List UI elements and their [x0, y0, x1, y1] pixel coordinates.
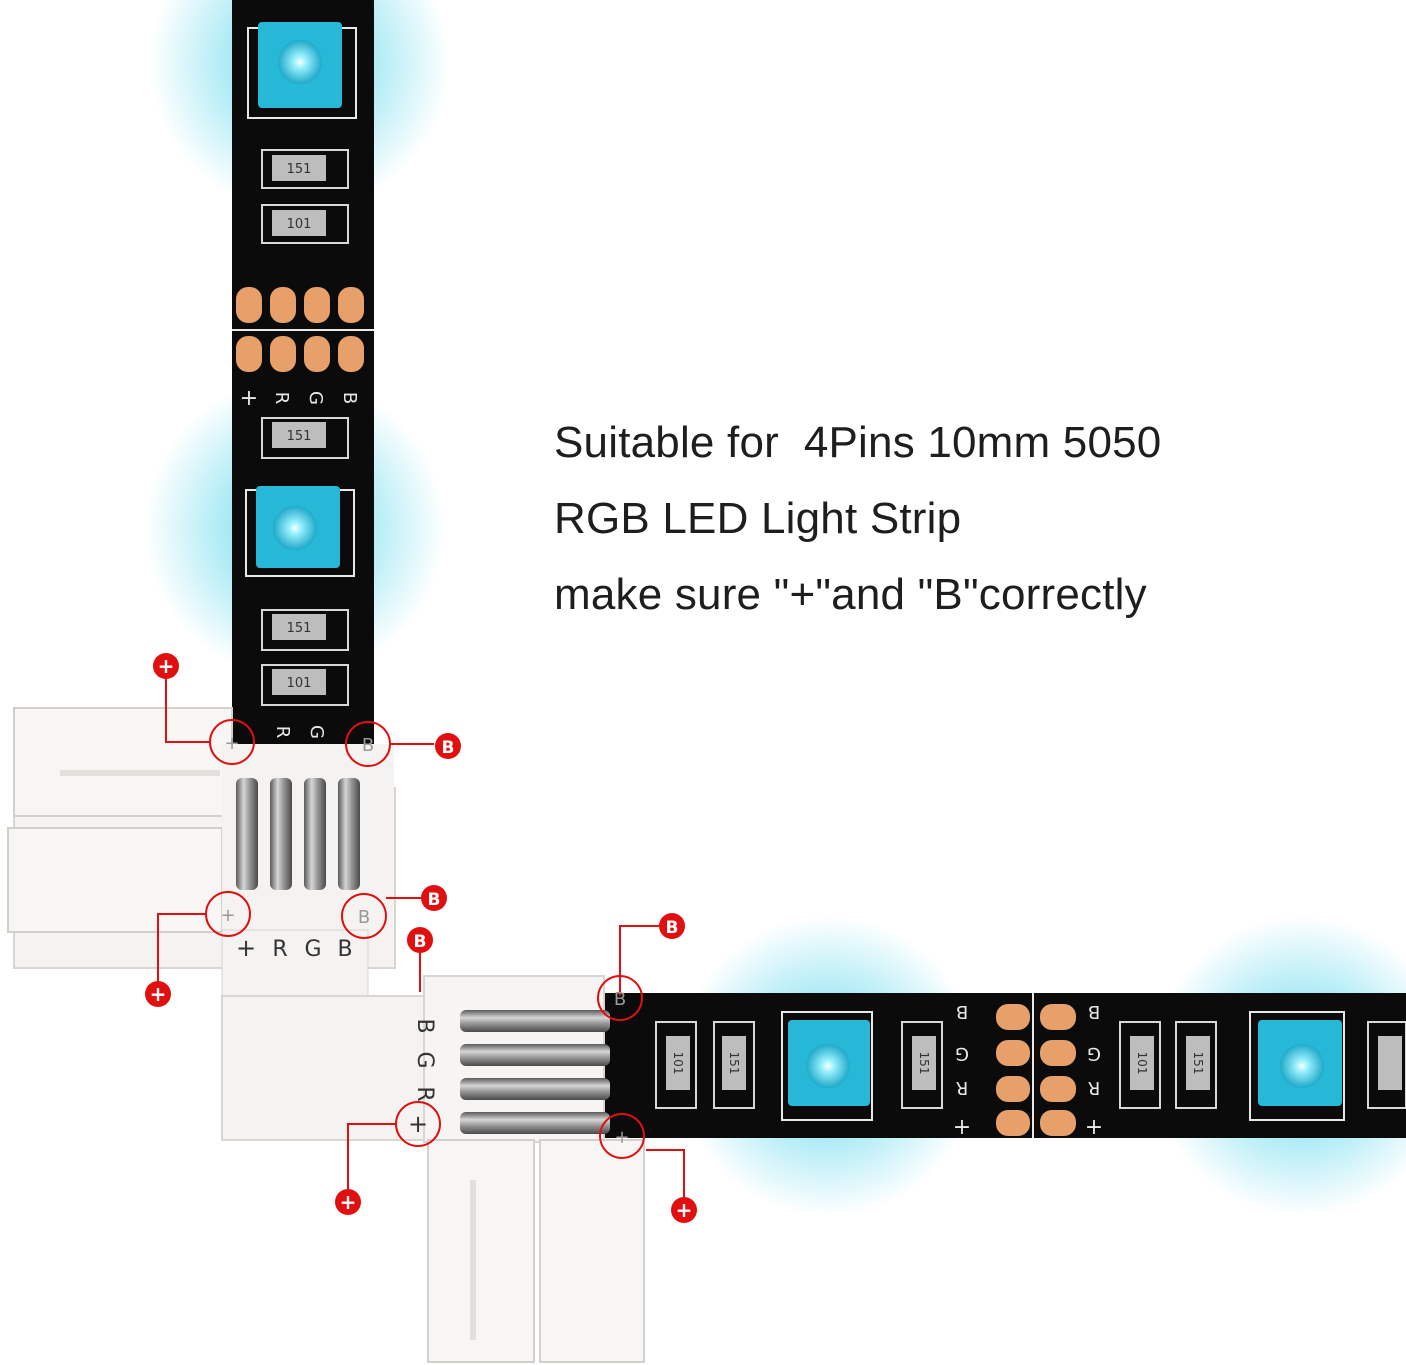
callout-rings: [205, 719, 645, 1159]
caption-line-2: RGB LED Light Strip: [554, 494, 962, 543]
badge-label-b: B: [666, 918, 679, 938]
ring-label-b: B: [614, 989, 626, 1010]
resistor-label: 101: [287, 676, 312, 691]
led-chip: [245, 486, 355, 577]
resistor: 151: [261, 149, 349, 189]
callout-lines: [157, 666, 685, 1200]
copper-pads: [996, 993, 1076, 1138]
resistor: 101: [261, 664, 349, 706]
resistor-label: 151: [727, 1052, 741, 1075]
resistor-label: 101: [671, 1052, 685, 1075]
badge-label-b: B: [414, 932, 427, 952]
badge-label-plus: +: [340, 1190, 357, 1214]
plus-badge: +: [671, 1197, 697, 1223]
connector-pin-label-g: G: [304, 937, 321, 962]
resistor: 151: [261, 417, 349, 459]
ring-label-b: B: [358, 907, 370, 928]
resistor: 101: [261, 204, 349, 244]
pad-label-plus: +: [953, 1115, 971, 1140]
connector-pin-label-b: B: [337, 937, 352, 962]
pad-label-b: B: [956, 1001, 968, 1022]
resistor-label: 151: [1191, 1052, 1205, 1075]
resistor: 101: [1119, 1021, 1161, 1109]
resistor: 101: [655, 1021, 697, 1109]
pad-label-b: B: [339, 392, 360, 404]
b-badge: B: [435, 733, 461, 759]
resistor-label: 151: [287, 162, 312, 177]
caption-line-1: Suitable for 4Pins 10mm 5050: [554, 418, 1162, 467]
pad-label-b: B: [1088, 1001, 1100, 1022]
callout-badges: + B + B B B + +: [145, 653, 697, 1223]
b-badge: B: [659, 913, 685, 939]
ring-label-plus: +: [220, 905, 235, 926]
ring-label-b: B: [362, 735, 374, 756]
copper-pads: [232, 287, 374, 372]
resistor-label: 101: [1135, 1052, 1149, 1075]
resistor-label: 151: [287, 429, 312, 444]
led-chip: [1249, 1011, 1345, 1121]
badge-label-b: B: [442, 738, 455, 758]
resistor: 151: [1175, 1021, 1217, 1109]
caption-line-3: make sure "+"and "B"correctly: [554, 570, 1147, 619]
pad-label-g: G: [1087, 1043, 1101, 1064]
resistor-label: 101: [287, 217, 312, 232]
pad-label-plus: +: [240, 386, 258, 411]
ring-label-plus: +: [614, 1127, 629, 1148]
pad-label-g: G: [306, 725, 327, 739]
connector-pin-label-r: R: [412, 1086, 437, 1101]
vertical-led-strip: 151 101 + R G B 151: [232, 0, 374, 780]
plus-badge: +: [153, 653, 179, 679]
pad-label-plus: +: [1085, 1115, 1103, 1140]
resistor-label: 151: [917, 1052, 931, 1075]
connector-pin-label-b: B: [412, 1018, 437, 1033]
resistor-label: 151: [287, 621, 312, 636]
connector-pin-label-r: R: [272, 937, 287, 962]
pad-label-r: R: [1088, 1077, 1101, 1098]
pad-label-r: R: [272, 726, 293, 739]
ring-label-plus: +: [224, 733, 239, 754]
pad-label-g: G: [955, 1043, 969, 1064]
badge-label-plus: +: [158, 654, 175, 678]
badge-label-b: B: [428, 890, 441, 910]
plus-badge: +: [335, 1189, 361, 1215]
badge-label-plus: +: [150, 982, 167, 1006]
resistor: 151: [261, 609, 349, 651]
pad-label-r: R: [271, 392, 292, 405]
pad-label-r: R: [956, 1077, 969, 1098]
led-chip: [247, 22, 357, 119]
horizontal-led-strip: 101 151 151 B G R +: [590, 993, 1406, 1140]
corner-connector-upper: + R G B: [7, 707, 396, 1141]
plus-badge: +: [145, 981, 171, 1007]
connector-pin-label-g: G: [412, 1051, 437, 1068]
resistor: 151: [713, 1021, 755, 1109]
b-badge: B: [421, 885, 447, 911]
resistor: [1367, 1021, 1406, 1109]
ring-label-plus: +: [408, 1110, 428, 1138]
resistor: 151: [901, 1021, 943, 1109]
b-badge: B: [407, 927, 433, 953]
led-chip: [781, 1011, 873, 1121]
callout-ring-labels: + B + B B + +: [220, 733, 629, 1148]
connector-pin-label-plus: +: [236, 934, 256, 962]
pad-label-g: G: [305, 391, 326, 405]
corner-connector-lower: B G R: [221, 975, 645, 1363]
badge-label-plus: +: [676, 1198, 693, 1222]
